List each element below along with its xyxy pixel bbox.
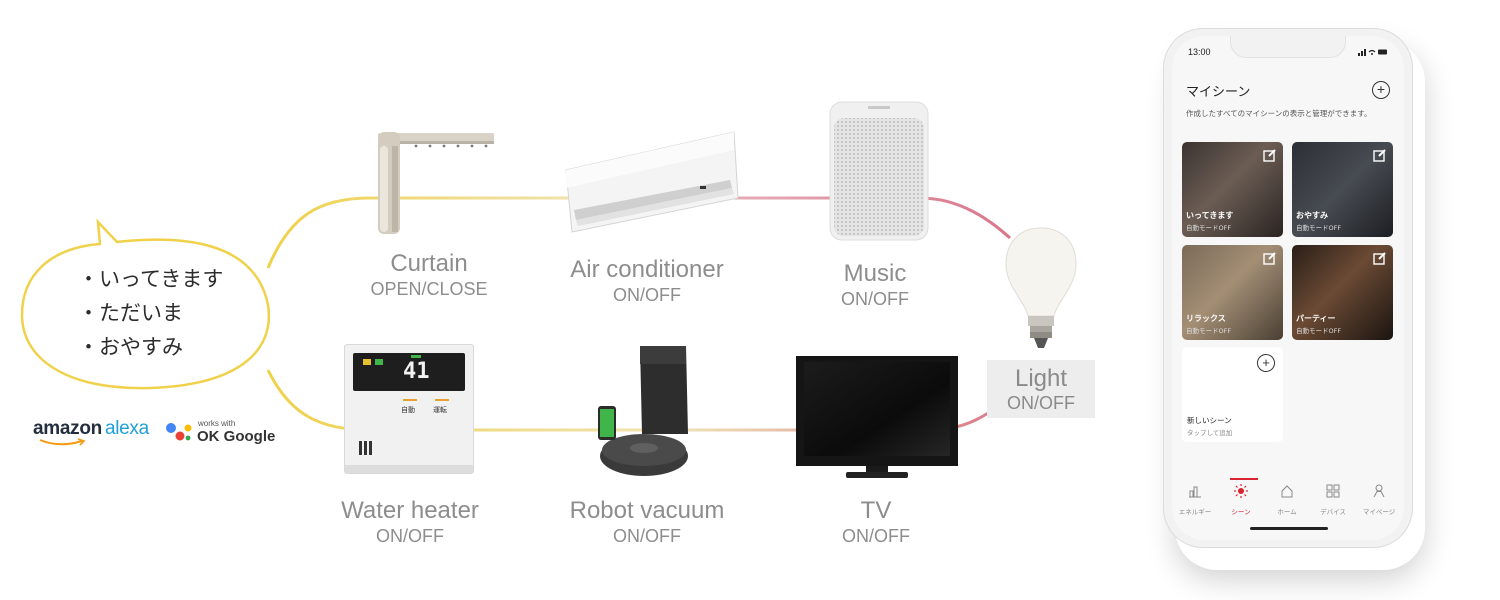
tab-label: デバイス: [1320, 508, 1346, 516]
run-button-label: 運転: [433, 406, 447, 414]
scene-mode: 自動モードOFF: [1186, 224, 1232, 232]
scene-mode: 自動モードOFF: [1296, 224, 1342, 232]
water-heater-display: 41: [353, 353, 465, 391]
tab-label: マイページ: [1362, 508, 1396, 516]
scene-card[interactable]: いってきます 自動モードOFF: [1182, 142, 1283, 237]
curtain-label: Curtain OPEN/CLOSE: [319, 250, 539, 300]
scene-mode: 自動モードOFF: [1186, 327, 1232, 335]
screen-title: マイシーン: [1186, 85, 1251, 100]
device-name: Curtain: [390, 250, 468, 277]
tab-label: シーン: [1231, 508, 1251, 516]
auto-button-label: 自動: [401, 406, 415, 414]
tab-scene[interactable]: シーン: [1218, 484, 1264, 516]
device-state: ON/OFF: [841, 289, 909, 309]
ok-google-text: OK Google: [197, 428, 276, 445]
tab-label: ホーム: [1277, 508, 1297, 516]
device-state: ON/OFF: [613, 285, 681, 305]
scene-card[interactable]: リラックス 自動モードOFF: [1182, 245, 1283, 340]
home-icon: [1281, 485, 1293, 498]
device-state: ON/OFF: [1007, 393, 1075, 413]
edit-icon[interactable]: [1373, 148, 1387, 162]
scene-name: リラックス: [1186, 314, 1226, 323]
add-scene-button[interactable]: +: [1372, 81, 1390, 99]
amazon-smile-icon: [39, 438, 86, 446]
works-with-text: works with: [198, 419, 236, 428]
robot-vacuum-image: [598, 346, 688, 476]
device-name: Air conditioner: [570, 256, 724, 283]
device-state: OPEN/CLOSE: [370, 279, 488, 299]
edit-icon[interactable]: [1373, 251, 1387, 265]
tv-image: [796, 356, 958, 478]
water-heater-label: Water heater ON/OFF: [300, 497, 520, 547]
new-scene-plus-icon[interactable]: +: [1257, 354, 1275, 372]
tab-mypage[interactable]: マイページ: [1356, 484, 1402, 516]
voice-command-item: ・ただいま: [78, 301, 183, 325]
energy-icon: [1189, 486, 1201, 498]
tab-devices[interactable]: デバイス: [1310, 484, 1356, 516]
person-icon: [1373, 484, 1385, 498]
scene-name: パーティー: [1296, 314, 1336, 323]
device-state: ON/OFF: [613, 526, 681, 546]
google-assistant-icon: [166, 423, 192, 441]
light-bulb-image: [1005, 227, 1077, 348]
new-scene-name: 新しいシーン: [1187, 416, 1232, 425]
new-scene-card[interactable]: + 新しいシーン タップして追加: [1182, 347, 1283, 442]
air-conditioner-label: Air conditioner ON/OFF: [537, 256, 757, 306]
status-icons: [1358, 49, 1387, 56]
device-name: Water heater: [341, 497, 479, 524]
scene-icon: [1234, 484, 1248, 498]
tv-label: TV ON/OFF: [766, 497, 986, 547]
top-line: [266, 196, 1012, 269]
device-state: ON/OFF: [842, 526, 910, 546]
voice-command-item: ・おやすみ: [78, 335, 183, 359]
phone-notch: [1230, 36, 1346, 58]
air-conditioner-image: [565, 131, 739, 233]
screen-description: 作成したすべてのマイシーンの表示と管理ができます。: [1186, 109, 1372, 118]
water-heater-image: 41 自動 運転: [344, 344, 474, 474]
device-name: Music: [843, 260, 907, 287]
scene-mode: 自動モードOFF: [1296, 327, 1342, 335]
light-label: Light ON/OFF: [987, 360, 1095, 418]
music-label: Music ON/OFF: [765, 260, 985, 310]
scene-card[interactable]: おやすみ 自動モードOFF: [1292, 142, 1393, 237]
scene-name: おやすみ: [1296, 211, 1328, 220]
home-indicator: [1250, 527, 1328, 530]
edit-icon[interactable]: [1263, 148, 1277, 162]
speech-bubble: [20, 218, 271, 390]
voice-commands: ・いってきます ・ただいま ・おやすみ: [78, 262, 223, 364]
new-scene-sub: タップして追加: [1187, 429, 1233, 437]
status-time: 13:00: [1188, 47, 1211, 57]
device-name: TV: [860, 497, 892, 524]
amazon-word: amazon: [33, 418, 102, 439]
devices-icon: [1326, 484, 1340, 498]
active-tab-indicator: [1230, 478, 1258, 480]
tab-label: エネルギー: [1178, 508, 1212, 516]
device-name: Robot vacuum: [569, 497, 725, 524]
tab-home[interactable]: ホーム: [1264, 484, 1310, 516]
robot-vacuum-label: Robot vacuum ON/OFF: [537, 497, 757, 547]
device-state: ON/OFF: [376, 526, 444, 546]
phone-screen: 13:00 マイシーン + 作成したすべてのマイシーンの表示と管理ができます。 …: [1172, 36, 1404, 540]
scene-card[interactable]: パーティー 自動モードOFF: [1292, 245, 1393, 340]
curtain-device-image: [378, 132, 494, 234]
tab-bar: エネルギー シーン ホーム デバイス マイページ: [1172, 474, 1404, 524]
alexa-word: alexa: [104, 418, 149, 439]
temperature-readout: 41: [403, 359, 430, 384]
voice-command-item: ・いってきます: [78, 267, 224, 291]
edit-icon[interactable]: [1263, 251, 1277, 265]
tab-energy[interactable]: エネルギー: [1172, 484, 1218, 516]
scene-name: いってきます: [1186, 211, 1234, 220]
speaker-image: [829, 101, 929, 241]
device-name: Light: [1014, 365, 1068, 392]
